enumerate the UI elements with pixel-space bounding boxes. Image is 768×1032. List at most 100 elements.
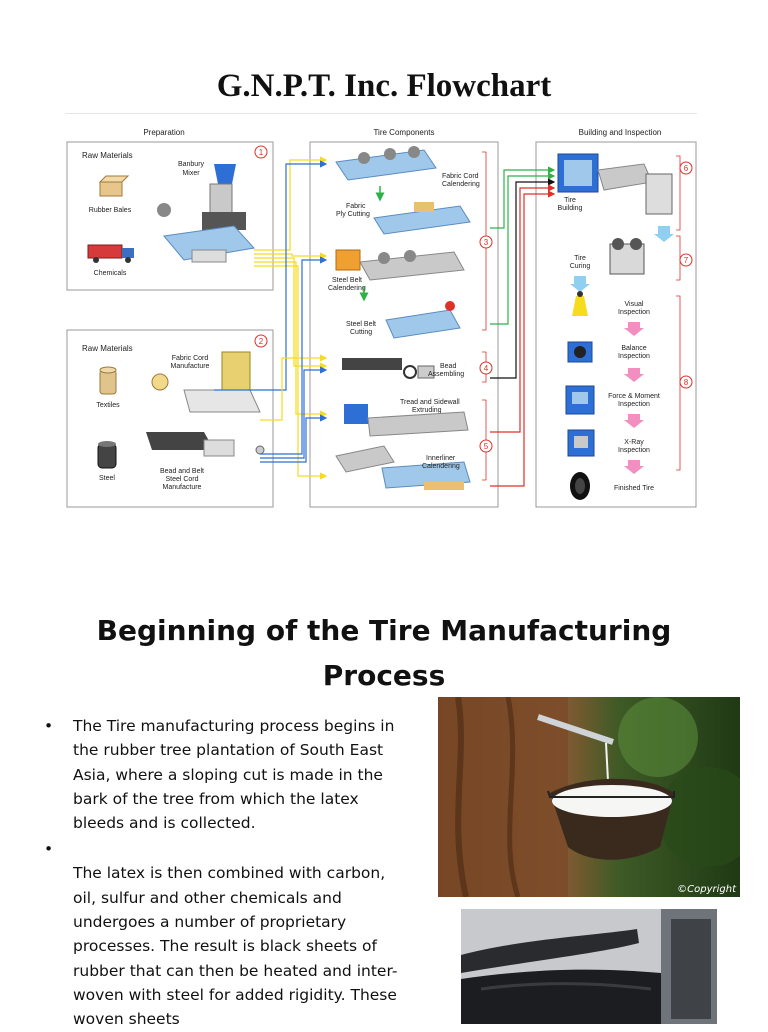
chemicals-label: Chemicals	[94, 270, 127, 277]
step-number-7: 7	[684, 256, 689, 265]
tread-extruding-icon	[344, 404, 469, 437]
component-step-numbers: 3 4 5 6 7 8	[479, 161, 693, 453]
x-ray-label-line2: Inspection	[618, 447, 650, 454]
fabric-ply-cutting-label-line1: Fabric	[346, 203, 366, 210]
steel-belt-cutting-label-line1: Steel Belt	[346, 321, 376, 328]
textiles-spool-icon	[99, 366, 117, 395]
x-ray-label-line1: X-Ray	[624, 439, 644, 446]
fabric-cord-manufacture-label-line2: Manufacture	[171, 363, 210, 370]
balance-inspection-label-line1: Balance	[621, 345, 646, 352]
step-number-8: 8	[684, 378, 689, 387]
column-heading-building-inspection: Building and Inspection	[579, 128, 662, 137]
balance-inspection-icon	[567, 341, 593, 363]
tire-building-machine-icon	[557, 153, 673, 215]
x-ray-inspection-icon	[567, 429, 595, 457]
tread-sidewall-label-line2: Extruding	[412, 407, 442, 414]
curing-down-arrow	[570, 276, 590, 292]
prep-to-components-connectors	[214, 156, 328, 480]
bullet-marker: •	[44, 717, 54, 735]
steel-label: Steel	[99, 475, 115, 482]
bead-assembling-label-line1: Bead	[440, 363, 456, 370]
tire-building-label-line2: Building	[558, 205, 583, 212]
fabric-cord-calendering-label-line2: Calendering	[442, 181, 480, 188]
steel-belt-cutting-icon	[385, 301, 461, 339]
bead-belt-label-line1: Bead and Belt	[160, 468, 204, 475]
finished-tire-icon	[570, 472, 590, 500]
visual-inspection-label-line1: Visual	[625, 301, 644, 308]
bullet-text: The Tire manufacturing process begins in…	[73, 717, 395, 833]
pink-arrow-3	[624, 414, 644, 428]
pink-arrow-4	[624, 460, 644, 474]
fabric-ply-cutting-label-line2: Ply Cutting	[336, 211, 370, 218]
banbury-mixer-label-line2: Mixer	[182, 170, 200, 177]
visual-inspection-icon	[572, 291, 588, 316]
step-number-2	[254, 334, 268, 348]
bullet-item-1: • The Tire manufacturing process begins …	[40, 714, 400, 835]
bullet-item-3: The latex is then combined with carbon, …	[40, 861, 400, 1031]
banbury-mixer-icon	[157, 164, 255, 263]
force-moment-label-line2: Inspection	[618, 401, 650, 408]
rubber-tree-latex-photo: ©Copyright	[438, 697, 740, 897]
chemicals-truck-icon	[87, 244, 134, 263]
step-number-6: 6	[684, 164, 689, 173]
bead-assembling-icon	[342, 358, 435, 379]
rubber-sheets-photo	[461, 909, 717, 1024]
rubber-bales-icon	[98, 175, 130, 197]
steel-belt-calendering-label-line1: Steel Belt	[332, 277, 362, 284]
svg-text:2: 2	[259, 337, 264, 346]
bead-assembling-label-line2: Assembling	[428, 371, 464, 378]
textiles-label: Textiles	[96, 402, 120, 409]
step-number-3: 3	[484, 238, 489, 247]
raw-materials-heading-1: Raw Materials	[82, 151, 133, 160]
tire-flowchart-diagram: Preparation Tire Components Building and…	[66, 128, 697, 508]
force-moment-label-line1: Force & Moment	[608, 393, 660, 400]
steel-belt-calendering-icon	[335, 249, 465, 281]
innerliner-calendering-label-line2: Calendering	[422, 463, 460, 470]
title-divider	[65, 113, 697, 114]
tread-sidewall-label-line1: Tread and Sidewall	[400, 399, 460, 406]
section-title-line1: Beginning of the Tire Manufacturing	[96, 614, 672, 647]
rubber-bales-label: Rubber Bales	[89, 207, 132, 214]
step-number-4: 4	[484, 364, 489, 373]
tire-curing-label-line1: Tire	[574, 255, 586, 262]
balance-inspection-label-line2: Inspection	[618, 353, 650, 360]
visual-inspection-label-line2: Inspection	[618, 309, 650, 316]
finished-tire-label: Finished Tire	[614, 485, 654, 492]
innerliner-calendering-icon	[335, 445, 471, 490]
steel-coil-icon	[97, 441, 117, 469]
fabric-cord-machine-icon	[151, 351, 261, 413]
step-number-1	[254, 145, 268, 159]
components-to-building-connectors	[490, 166, 556, 487]
fabric-cord-calendering-icon	[335, 146, 437, 181]
steel-cord-machine-icon	[146, 432, 265, 457]
bullet-marker: •	[44, 840, 54, 859]
bullet-item-2: •	[40, 837, 400, 861]
tire-curing-press-icon	[609, 238, 645, 275]
tire-curing-label-line2: Curing	[570, 263, 591, 270]
force-moment-inspection-icon	[565, 385, 595, 415]
fabric-ply-cutting-icon	[373, 202, 471, 235]
copyright-caption: ©Copyright	[677, 884, 736, 895]
light-blue-arrow	[654, 226, 674, 242]
bead-belt-label-line3: Manufacture	[163, 484, 202, 491]
bullet-list: • The Tire manufacturing process begins …	[40, 714, 400, 1032]
column-heading-preparation: Preparation	[143, 128, 184, 137]
fabric-cord-calendering-label-line1: Fabric Cord	[442, 173, 479, 180]
innerliner-calendering-label-line1: Innerliner	[426, 455, 456, 462]
step-number-5: 5	[484, 442, 489, 451]
flowchart-title: G.N.P.T. Inc. Flowchart	[216, 68, 552, 104]
tire-building-label-line1: Tire	[564, 197, 576, 204]
raw-materials-heading-2: Raw Materials	[82, 344, 133, 353]
banbury-mixer-label-line1: Banbury	[178, 161, 205, 168]
pink-arrow-1	[624, 322, 644, 336]
steel-belt-calendering-label-line2: Calendering	[328, 285, 366, 292]
section-title-line2: Process	[322, 659, 446, 692]
bead-belt-label-line2: Steel Cord	[165, 476, 198, 483]
bullet-text: The latex is then combined with carbon, …	[73, 864, 398, 1029]
pink-arrow-2	[624, 368, 644, 382]
svg-text:1: 1	[259, 148, 264, 157]
section-title: Beginning of the Tire Manufacturing Proc…	[0, 608, 768, 698]
steel-belt-cutting-label-line2: Cutting	[350, 329, 372, 336]
column-heading-tire-components: Tire Components	[373, 128, 434, 137]
fabric-cord-manufacture-label-line1: Fabric Cord	[172, 355, 209, 362]
